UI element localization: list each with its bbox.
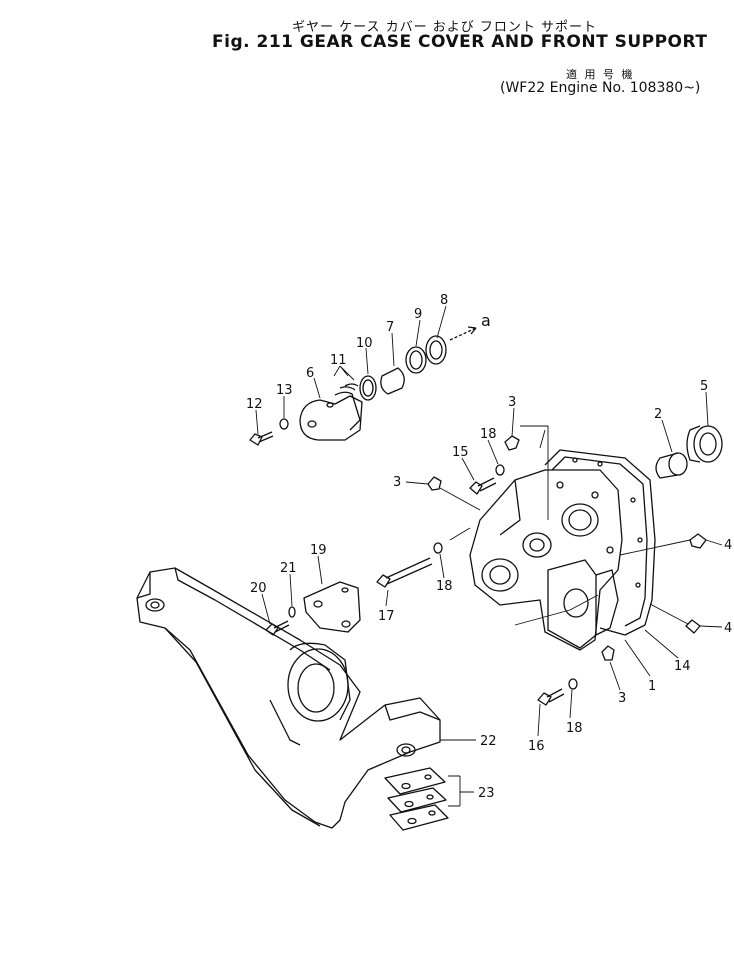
callout-16: 16 [528,739,545,754]
callout-6: 6 [306,366,314,381]
callout-18-bottom: 18 [566,721,583,736]
callout-3-left: 3 [393,475,401,490]
front-cover-assembly [299,335,447,441]
leader-lines [255,305,723,807]
callout-15: 15 [452,445,469,460]
bracket-19 [303,581,361,633]
washer-18-top [495,464,505,476]
callout-20: 20 [250,581,267,596]
callout-21: 21 [280,561,297,576]
callout-22: 22 [480,734,497,749]
oil-seal [686,425,723,463]
callout-2: 2 [654,407,662,422]
bolt-16 [537,688,565,706]
callout-1: 1 [648,679,656,694]
nut-4-lower [685,619,701,634]
callout-3-top: 3 [508,395,516,410]
bolt-17 [376,557,433,588]
applicability-note: (WF22 Engine No. 108380~) [500,80,701,96]
sleeve [655,452,688,479]
callout-13: 13 [276,383,293,398]
callout-12: 12 [246,397,263,412]
callout-9: 9 [414,307,422,322]
spacer-plates [384,767,449,831]
callout-18-mid: 18 [436,579,453,594]
callout-3-bottom: 3 [618,691,626,706]
nut-3-left [427,476,442,491]
washer-13 [279,418,289,430]
title-japanese: ギヤー ケース カバー および フロント サポート [292,20,598,35]
applicability-japanese: 適 用 号 機 [566,68,635,81]
figure-title: Fig. 211 GEAR CASE COVER AND FRONT SUPPO… [212,32,708,52]
callout-10: 10 [356,336,373,351]
callout-a: a [481,311,491,330]
callout-7: 7 [386,320,394,335]
callout-17: 17 [378,609,395,624]
nut-4-upper [689,533,707,549]
callout-5: 5 [700,379,708,394]
callout-11: 11 [330,353,347,368]
bolt-12 [249,431,274,446]
direction-arrow-a [449,326,477,341]
bolt-15 [469,477,497,495]
nut-3-top [504,435,520,451]
callout-14: 14 [674,659,691,674]
callout-18-top: 18 [480,427,497,442]
washer-18-mid [433,542,443,554]
washer-18-bottom [568,678,578,690]
callout-8: 8 [440,293,448,308]
washer-21 [288,606,296,618]
nut-3-bottom [601,645,615,661]
callout-4-lower: 4 [724,621,732,636]
front-support-bracket [136,567,441,829]
front-support-housing [469,469,623,651]
gear-case-cover [544,449,656,636]
callout-19: 19 [310,543,327,558]
callout-4-upper: 4 [724,538,732,553]
bolt-20 [265,620,290,636]
callout-23: 23 [478,786,495,801]
